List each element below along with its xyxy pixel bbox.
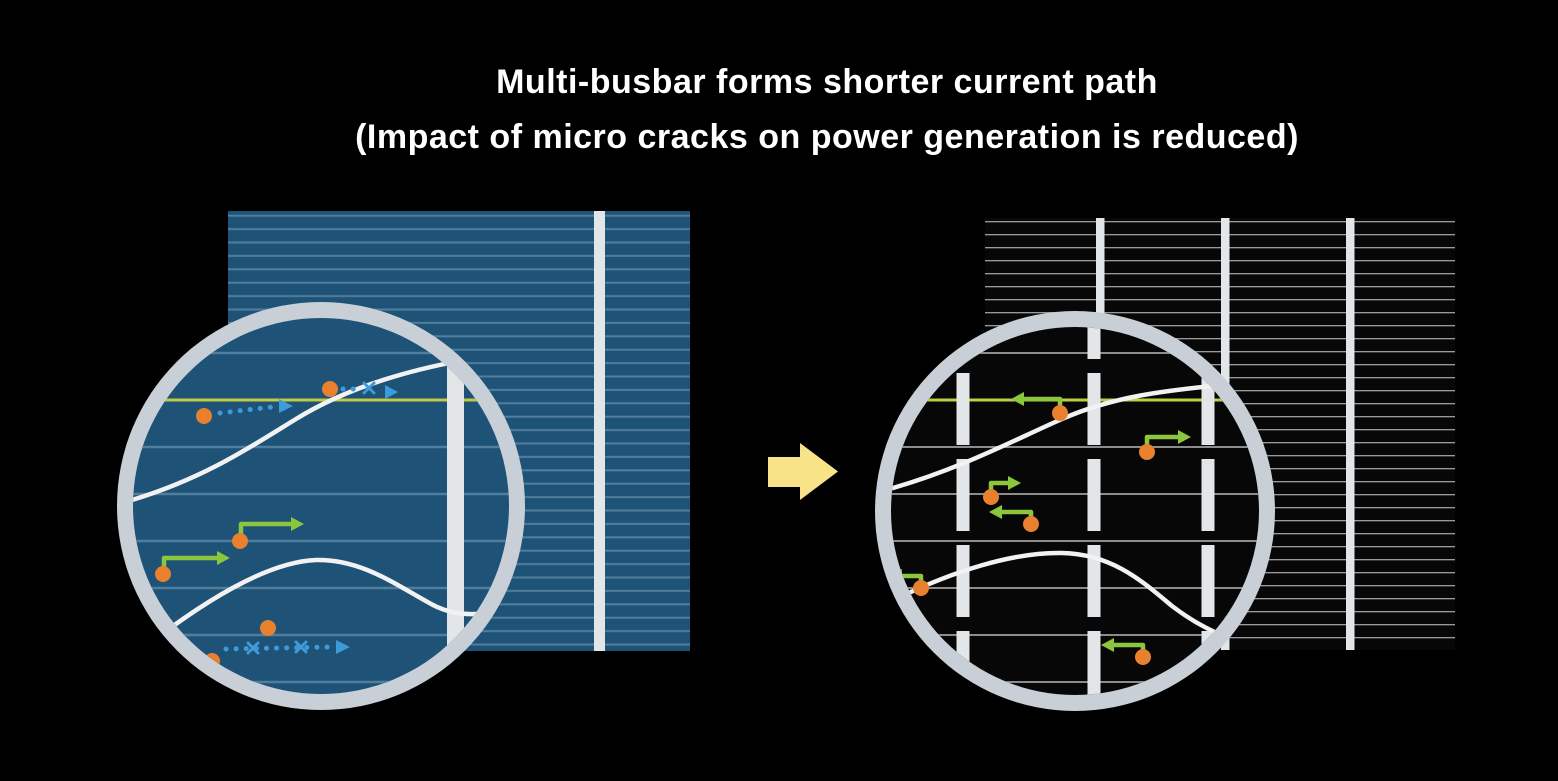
electron-dot [260,620,276,636]
electron-dot [1135,649,1151,665]
micro-crack [895,550,1259,649]
short-path-arrowhead-icon [217,551,230,565]
blocked-cross-icon [294,640,308,654]
right-lens-content [891,327,1259,695]
blocked-cross-icon [246,641,260,655]
electron-dot [155,566,171,582]
electron-dot [983,489,999,505]
electron-dot [913,580,929,596]
long-path-arrow [217,404,275,416]
electron-dot [1023,516,1039,532]
electron-dot [1052,405,1068,421]
blocked-cross-icon [362,381,376,395]
electron-dot [232,533,248,549]
busbar [1346,218,1355,650]
busbar [594,211,605,651]
short-path-arrowhead-icon [1178,430,1191,444]
electron-dot [322,381,338,397]
electron-dot [196,408,212,424]
title-line-1: Multi-busbar forms shorter current path [496,63,1158,101]
magnifier-lens [133,318,509,694]
short-path-arrowhead-icon [1008,476,1021,490]
long-path-arrowhead-icon [336,640,350,654]
short-path-arrowhead-icon [1101,638,1114,652]
magnified-busbar [447,318,464,694]
left-magnifier [117,302,525,710]
micro-crack [137,557,509,654]
micro-crack [133,356,473,503]
title-line-2: (Impact of micro cracks on power generat… [355,118,1299,156]
short-path-arrowhead-icon [291,517,304,531]
long-path-arrowhead-icon [385,385,398,399]
transition-arrow-icon [768,443,838,500]
long-path-arrow [223,644,333,652]
short-path-arrowhead-icon [989,505,1002,519]
long-path-arrowhead-icon [279,399,293,413]
short-path-arrowhead-icon [1011,392,1024,406]
electron-dot [1139,444,1155,460]
diagram-title: Multi-busbar forms shorter current path … [48,55,1558,165]
right-magnifier [875,311,1275,711]
